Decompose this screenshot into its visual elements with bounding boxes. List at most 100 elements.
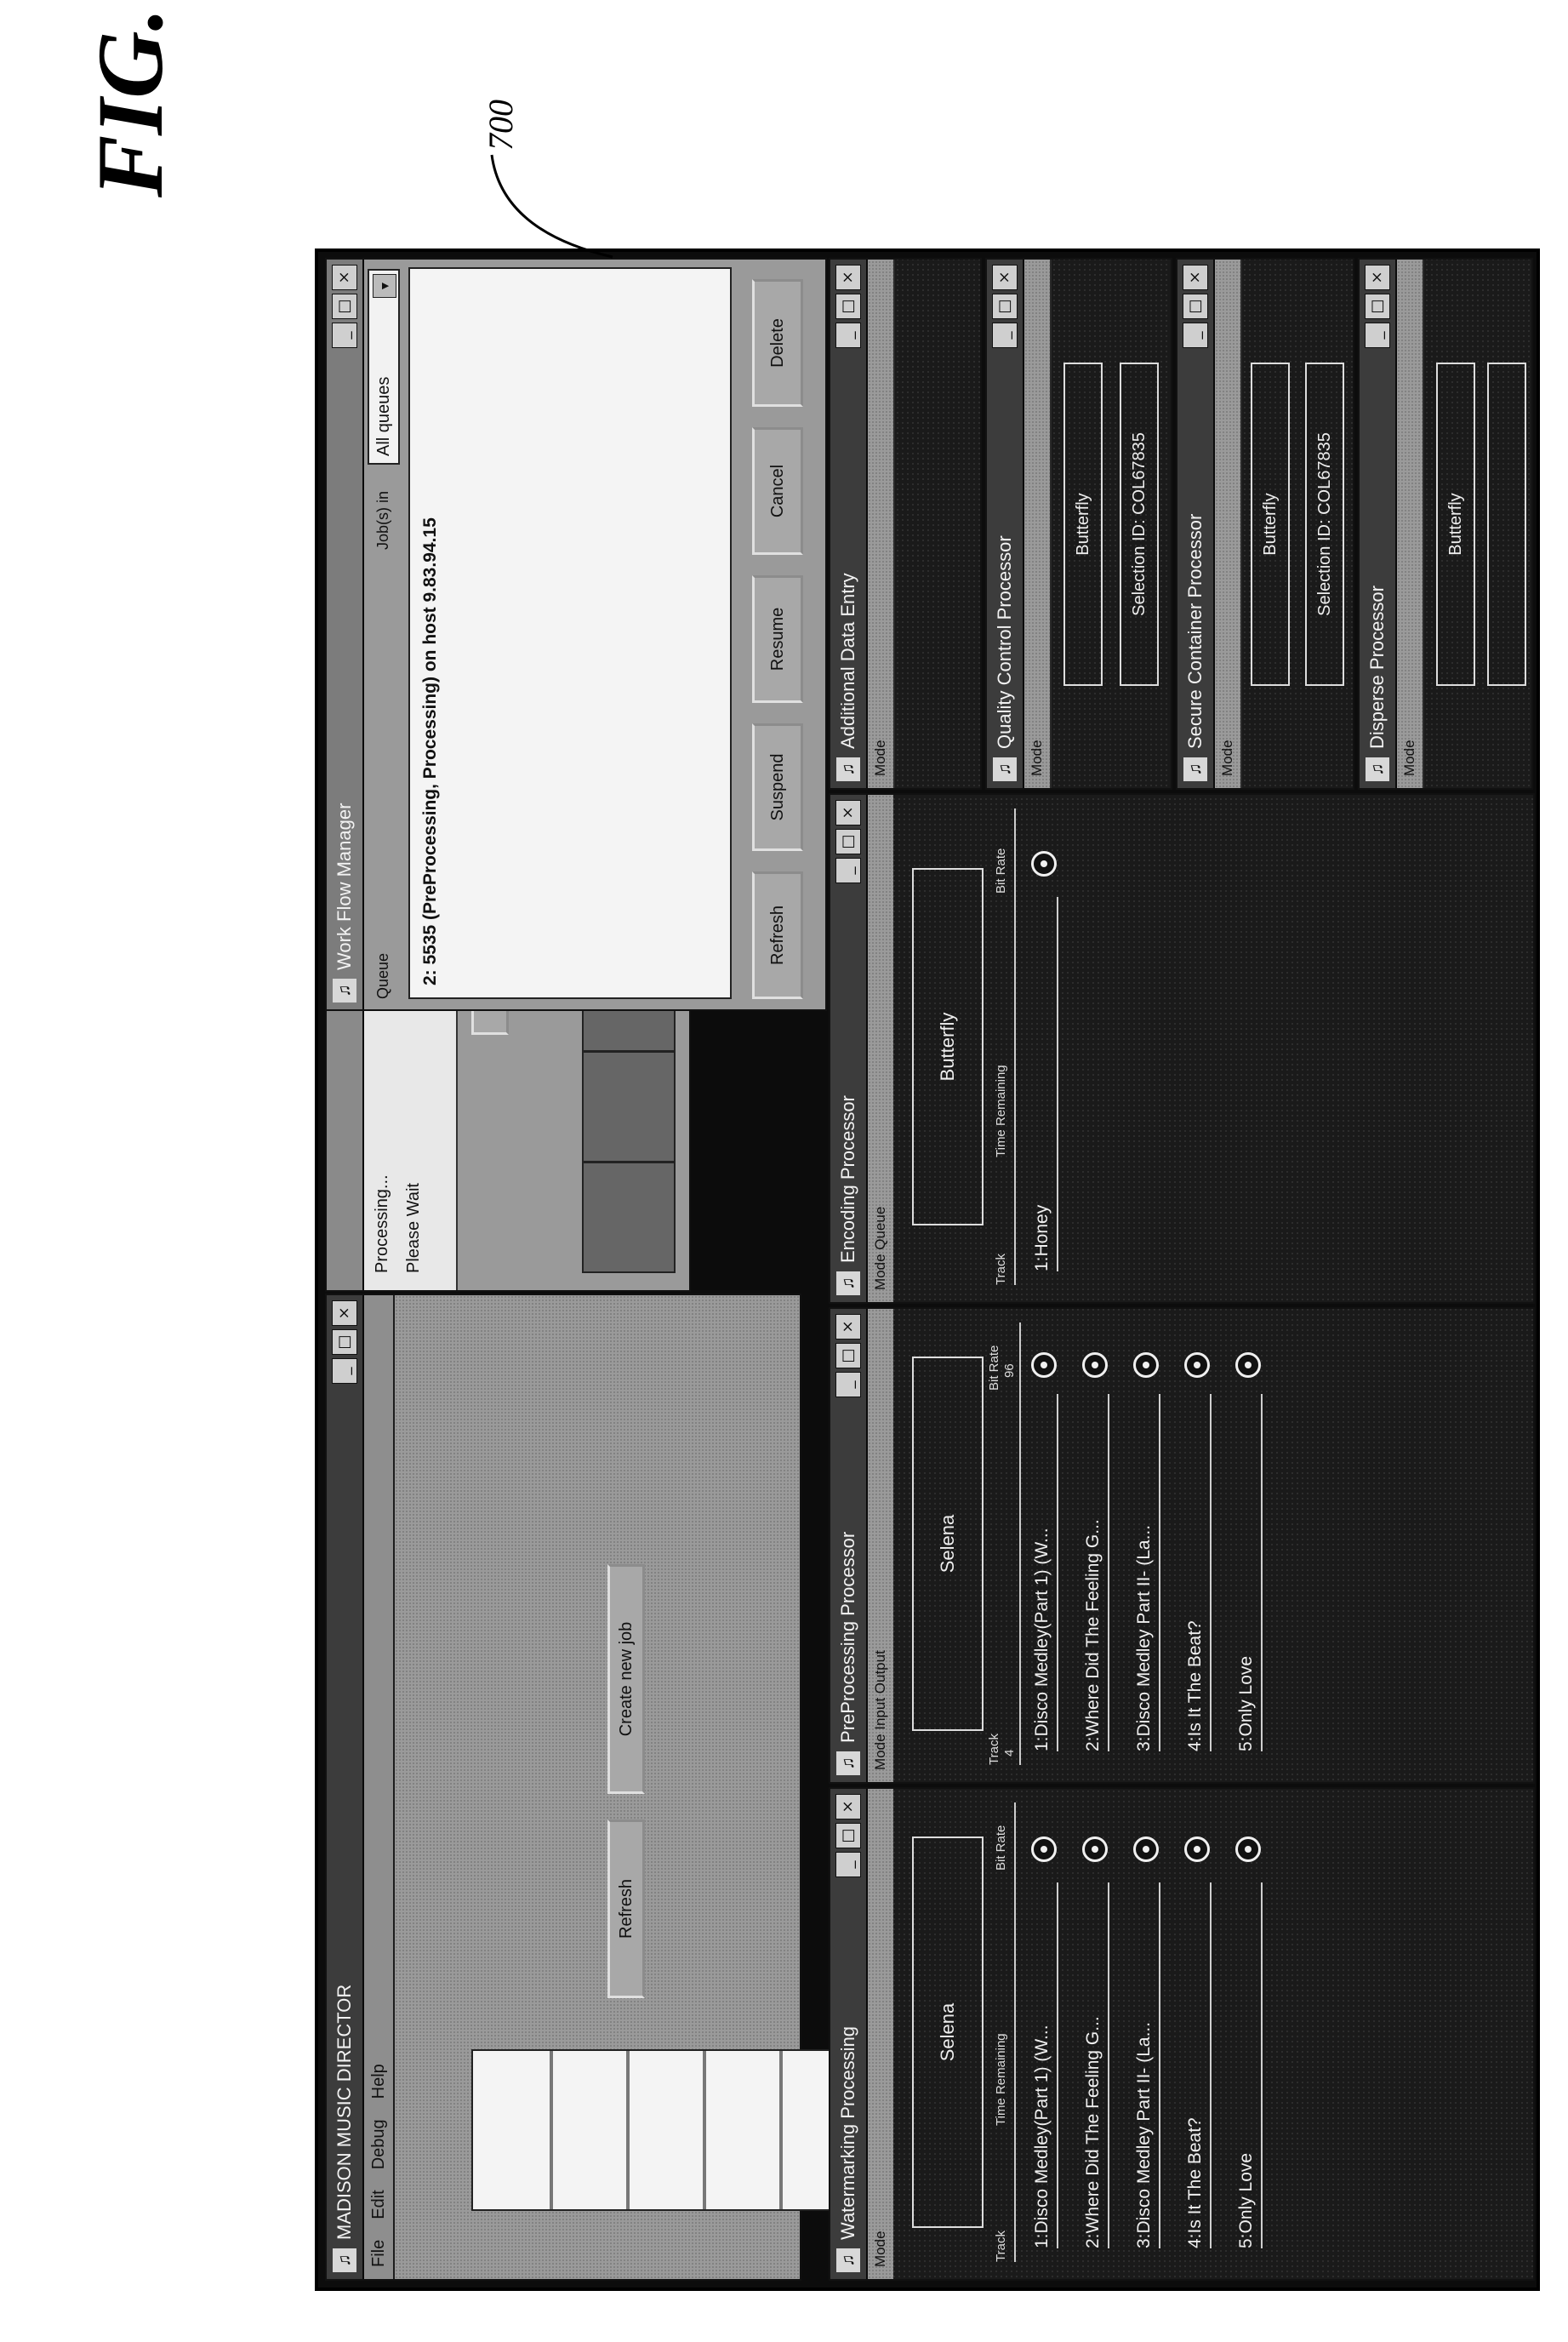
track-row[interactable]: 2:Where Did The Feeling G...	[1079, 1882, 1109, 2248]
qc-titlebar: ♫Quality Control Processor _□×	[987, 260, 1024, 788]
minimize-icon[interactable]: _	[1183, 323, 1208, 348]
close-icon[interactable]: ×	[1183, 265, 1208, 290]
additional-window: ♫Additional Data Entry _□× Mode	[829, 258, 982, 790]
disc-icon	[1031, 1352, 1057, 1378]
qc-mode[interactable]: Mode	[1029, 740, 1045, 776]
menu-debug[interactable]: Debug	[369, 2119, 388, 2169]
disc-icon	[1082, 1352, 1108, 1378]
additional-titlebar: ♫Additional Data Entry _□×	[830, 260, 868, 788]
minimize-icon[interactable]: _	[332, 323, 357, 348]
disc-icon	[1082, 1836, 1108, 1862]
track-row[interactable]: 3:Disco Medley Part II- (La...	[1130, 1882, 1160, 2248]
minimize-icon[interactable]: _	[1365, 323, 1390, 348]
bitrate-header: Bit Rate	[987, 1345, 1001, 1391]
watermark-titlebar: ♫Watermarking Processing _□×	[830, 1789, 868, 2279]
track-row[interactable]: 1:Disco Medley(Part 1) (W...	[1028, 1882, 1058, 2248]
list-divider	[703, 2051, 706, 2209]
close-icon[interactable]: ×	[992, 265, 1018, 290]
track-row[interactable]: 2:Where Did The Feeling G...	[1079, 1394, 1109, 1751]
close-icon[interactable]: ×	[835, 1794, 861, 1819]
minimize-icon[interactable]: _	[835, 1372, 861, 1397]
list-divider	[626, 2051, 630, 2209]
maximize-icon[interactable]: □	[835, 1343, 861, 1368]
close-icon[interactable]: ×	[835, 265, 861, 290]
qc-body: Butterfly Selection ID: COL67835	[1052, 260, 1171, 788]
close-icon[interactable]: ×	[332, 265, 357, 290]
secure-body: Butterfly Selection ID: COL67835	[1242, 260, 1353, 788]
watermark-window: ♫Watermarking Processing _□× Mode Selena…	[829, 1787, 1535, 2281]
minimize-icon[interactable]: _	[835, 323, 861, 348]
app-icon: ♫	[333, 979, 356, 1002]
encoding-titlebar: ♫Encoding Processor _□×	[830, 795, 868, 1302]
track-row[interactable]: 4:Is It The Beat?	[1181, 1394, 1212, 1751]
close-icon[interactable]: ×	[835, 800, 861, 825]
track-row[interactable]: 3:Disco Medley Part II- (La...	[1130, 1394, 1160, 1751]
create-job-button[interactable]: Create new job	[607, 1564, 645, 1794]
queue-select[interactable]: All queues ▼	[368, 269, 400, 465]
qc-title: Quality Control Processor	[994, 535, 1015, 749]
job-list-box[interactable]: 2: 5535 (PreProcessing, Processing) on h…	[408, 267, 732, 999]
disperse-mode[interactable]: Mode	[1401, 740, 1417, 776]
maximize-icon[interactable]: □	[835, 294, 861, 319]
job-entry[interactable]: 2: 5535 (PreProcessing, Processing) on h…	[420, 517, 440, 985]
track-row[interactable]: 1:Honey	[1028, 897, 1058, 1271]
disc-icon	[1235, 1352, 1261, 1378]
wf-cancel-button[interactable]: Cancel	[752, 427, 803, 555]
preprocessing-title: PreProcessing Processor	[837, 1532, 858, 1743]
minimize-icon[interactable]: _	[835, 1852, 861, 1877]
watermark-mode-tab[interactable]: Mode	[872, 2231, 888, 2267]
maximize-icon[interactable]: □	[1365, 294, 1390, 319]
track-row[interactable]: 5:Only Love	[1232, 1394, 1263, 1751]
maximize-icon[interactable]: □	[835, 829, 861, 854]
director-titlebar: ♫MADISON MUSIC DIRECTOR _□×	[327, 1295, 364, 2279]
maximize-icon[interactable]: □	[1183, 294, 1208, 319]
menu-file[interactable]: File	[369, 2240, 388, 2267]
additional-mode[interactable]: Mode	[872, 740, 888, 776]
app-icon: ♫	[836, 1271, 860, 1295]
maximize-icon[interactable]: □	[992, 294, 1018, 319]
close-icon[interactable]: ×	[1365, 265, 1390, 290]
track-row[interactable]: 4:Is It The Beat?	[1181, 1882, 1212, 2248]
close-icon[interactable]: ×	[332, 1300, 357, 1326]
secure-mode[interactable]: Mode	[1219, 740, 1235, 776]
secure-selection-id: Selection ID: COL67835	[1305, 363, 1344, 686]
menu-edit[interactable]: Edit	[369, 2190, 388, 2219]
wf-delete-button[interactable]: Delete	[752, 279, 803, 407]
app-icon: ♫	[836, 1751, 860, 1775]
disc-icon	[1184, 1352, 1210, 1378]
minimize-icon[interactable]: _	[332, 1358, 357, 1384]
watermark-subbar: Mode	[868, 1789, 893, 2279]
refresh-button[interactable]: Refresh	[607, 1819, 645, 1998]
maximize-icon[interactable]: □	[835, 1823, 861, 1848]
app-icon: ♫	[1366, 757, 1389, 781]
preprocessing-tabs[interactable]: Mode Input Output	[872, 1650, 888, 1770]
bitrate-header: Bit Rate	[994, 848, 1008, 894]
maximize-icon[interactable]: □	[332, 294, 357, 319]
job-list[interactable]	[471, 2049, 863, 2211]
track-header: Track	[994, 1254, 1008, 1285]
workflow-titlebar: ♫ Work Flow Manager _ □ ×	[327, 260, 364, 1009]
encoding-tabs[interactable]: Mode Queue	[872, 1207, 888, 1290]
additional-subbar: Mode	[868, 260, 893, 788]
additional-title: Additional Data Entry	[837, 573, 858, 749]
maximize-icon[interactable]: □	[332, 1329, 357, 1355]
menu-help[interactable]: Help	[369, 2064, 388, 2099]
track-row[interactable]: 5:Only Love	[1232, 1882, 1263, 2248]
watermark-title: Watermarking Processing	[837, 2026, 858, 2240]
minimize-icon[interactable]: _	[992, 323, 1018, 348]
track-number: 4	[1002, 1750, 1017, 1756]
chevron-down-icon[interactable]: ▼	[373, 274, 396, 298]
director-body: Refresh Create new job	[395, 1295, 800, 2279]
preprocessing-artist: Selena	[912, 1357, 984, 1731]
disperse-empty-field	[1487, 363, 1526, 686]
wf-suspend-button[interactable]: Suspend	[752, 723, 803, 851]
minimize-icon[interactable]: _	[835, 858, 861, 883]
preprocessing-window: ♫ PreProcessing Processor _ □ × Mode Input …	[829, 1307, 1535, 1784]
workflow-title: Work Flow Manager	[334, 803, 355, 970]
close-icon[interactable]: ×	[835, 1314, 861, 1340]
track-row[interactable]: 1:Disco Medley(Part 1) (W...	[1028, 1394, 1058, 1751]
wf-resume-button[interactable]: Resume	[752, 575, 803, 703]
wf-refresh-button[interactable]: Refresh	[752, 871, 803, 999]
bitrate-header: Bit Rate	[994, 1825, 1008, 1871]
secure-window: ♫Secure Container Processor _□× Mode But…	[1176, 258, 1354, 790]
